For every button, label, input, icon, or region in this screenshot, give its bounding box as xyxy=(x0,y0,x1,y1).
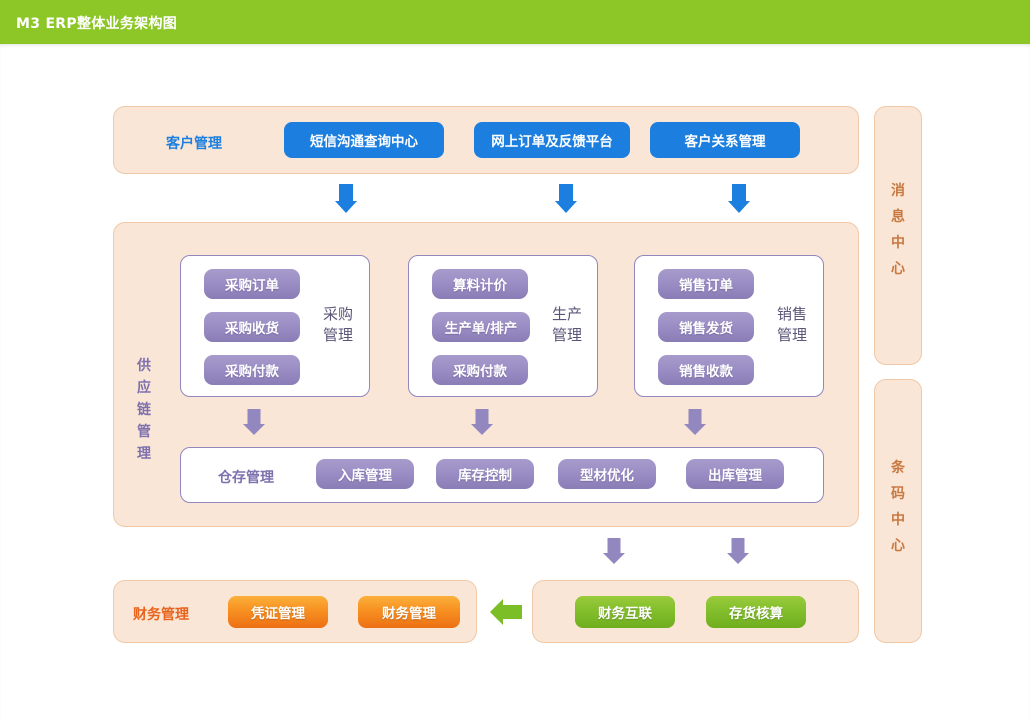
finance-management-label: 财务管理 xyxy=(133,607,189,623)
warehouse-management-label: 仓存管理 xyxy=(218,470,274,486)
sales-management-title: 销售 管理 xyxy=(776,305,807,344)
button-crm[interactable]: 客户关系管理 xyxy=(650,122,800,158)
message-center-panel xyxy=(874,106,922,365)
button-sales-delivery[interactable]: 销售发货 xyxy=(658,312,754,342)
button-inbound-management[interactable]: 入库管理 xyxy=(316,459,414,489)
button-inventory-accounting[interactable]: 存货核算 xyxy=(706,596,806,628)
barcode-center-label: 条 码 中 心 xyxy=(891,460,905,554)
button-purchase-order[interactable]: 采购订单 xyxy=(204,269,300,299)
button-finance-management[interactable]: 财务管理 xyxy=(358,596,460,628)
button-production-order-scheduling[interactable]: 生产单/排产 xyxy=(432,312,530,342)
purchase-management-title: 采购 管理 xyxy=(322,305,353,344)
title-bar: M3 ERP整体业务架构图 xyxy=(0,0,1030,44)
button-inventory-control[interactable]: 库存控制 xyxy=(436,459,534,489)
button-online-order-platform[interactable]: 网上订单及反馈平台 xyxy=(474,122,630,158)
button-sms-center[interactable]: 短信沟通查询中心 xyxy=(284,122,444,158)
arrow-green-left-icon xyxy=(490,598,522,626)
supply-chain-side-label: 供 应 链 管 理 xyxy=(137,358,151,462)
button-profile-optimization[interactable]: 型材优化 xyxy=(558,459,656,489)
button-finance-interconnect[interactable]: 财务互联 xyxy=(575,596,675,628)
button-sales-receipt[interactable]: 销售收款 xyxy=(658,355,754,385)
button-voucher-management[interactable]: 凭证管理 xyxy=(228,596,328,628)
button-outbound-management[interactable]: 出库管理 xyxy=(686,459,784,489)
page-title: M3 ERP整体业务架构图 xyxy=(16,16,178,32)
button-purchase-receipt[interactable]: 采购收货 xyxy=(204,312,300,342)
message-center-label: 消 息 中 心 xyxy=(891,183,905,277)
button-production-purchase-payment[interactable]: 采购付款 xyxy=(432,355,528,385)
customer-management-label: 客户管理 xyxy=(166,136,222,152)
button-purchase-payment[interactable]: 采购付款 xyxy=(204,355,300,385)
button-sales-order[interactable]: 销售订单 xyxy=(658,269,754,299)
production-management-title: 生产 管理 xyxy=(551,305,582,344)
button-material-pricing[interactable]: 算料计价 xyxy=(432,269,528,299)
barcode-center-panel xyxy=(874,379,922,643)
